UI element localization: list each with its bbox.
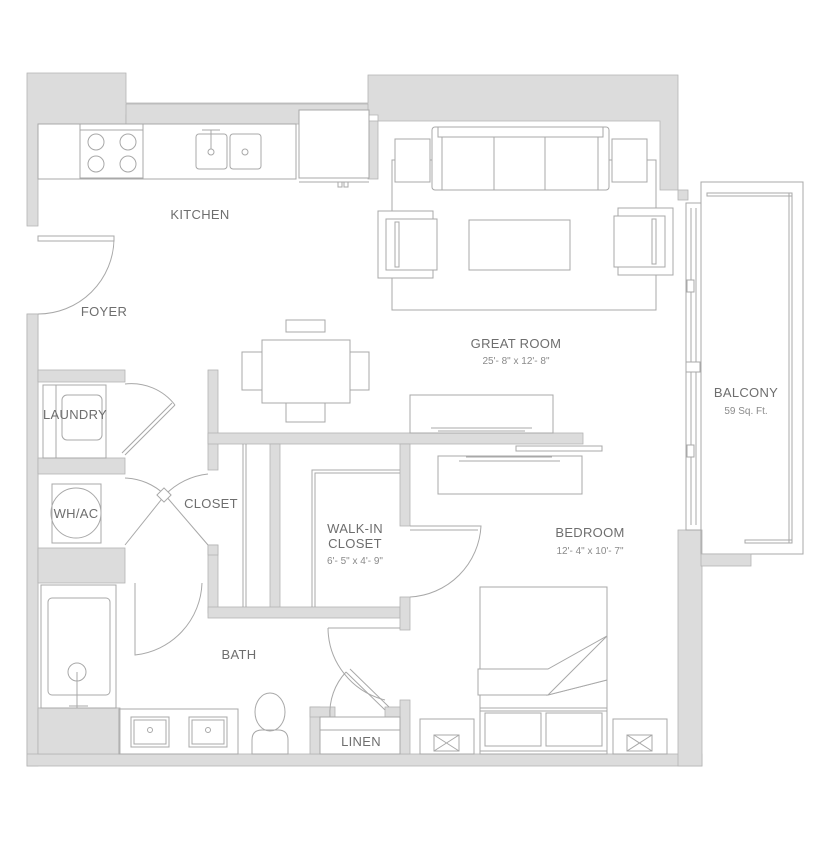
laundry-fixtures [42,383,176,459]
sofa-icon [431,126,610,191]
entry-door-icon [37,235,115,315]
nightstand-left-icon [419,718,475,755]
living-room-furniture [377,126,674,311]
room-label-kitchen: KITCHEN [170,207,230,222]
room-label-walk-in-closet-line1: WALK-IN [327,521,383,536]
room-label-foyer: FOYER [80,304,128,319]
bedroom-dimensions: 12'- 4" x 10'- 7" [556,546,624,557]
kitchen-fixtures [37,109,370,188]
refrigerator-icon [298,109,370,188]
coffee-table-icon [468,219,571,271]
room-label-bedroom: BEDROOM [555,525,625,540]
side-table-left-icon [394,138,431,183]
room-label-great-room: GREAT ROOM [470,336,562,351]
bed-icon [477,586,608,755]
bath-fixtures [40,582,401,755]
room-label-linen: LINEN [341,734,381,749]
nightstand-right-icon [612,718,668,755]
walk-in-closet-dimensions: 6'- 5" x 4'- 9" [327,556,383,567]
closet-shelving [242,444,482,607]
side-table-right-icon [611,138,648,183]
balcony-area: 59 Sq. Ft. [724,406,768,417]
room-label-laundry: LAUNDRY [43,407,107,422]
great-room-dimensions: 25'- 8" x 12'- 8" [482,356,550,367]
room-label-bath: BATH [221,647,257,662]
dining-table-icon [241,319,370,423]
toilet-icon [251,692,289,755]
tv-console-icon [409,394,554,434]
sliding-door-icon [685,202,702,531]
bathtub-icon [40,584,117,709]
room-label-walk-in-closet-line2: CLOSET [328,536,382,551]
kitchen-sink-icon [195,129,262,170]
bedroom-tv-console-icon [437,445,603,495]
armchair-left-icon [377,210,438,279]
room-label-balcony: BALCONY [713,385,779,400]
room-label-wh-ac: WH/AC [53,506,99,521]
cooktop-icon [79,123,144,179]
vanity-sink-right-icon [188,716,228,748]
vanity-sink-left-icon [130,716,170,748]
water-heater-ac-icon [50,473,209,546]
armchair-right-icon [613,207,674,276]
room-label-closet: CLOSET [184,496,238,511]
balcony [685,181,804,567]
